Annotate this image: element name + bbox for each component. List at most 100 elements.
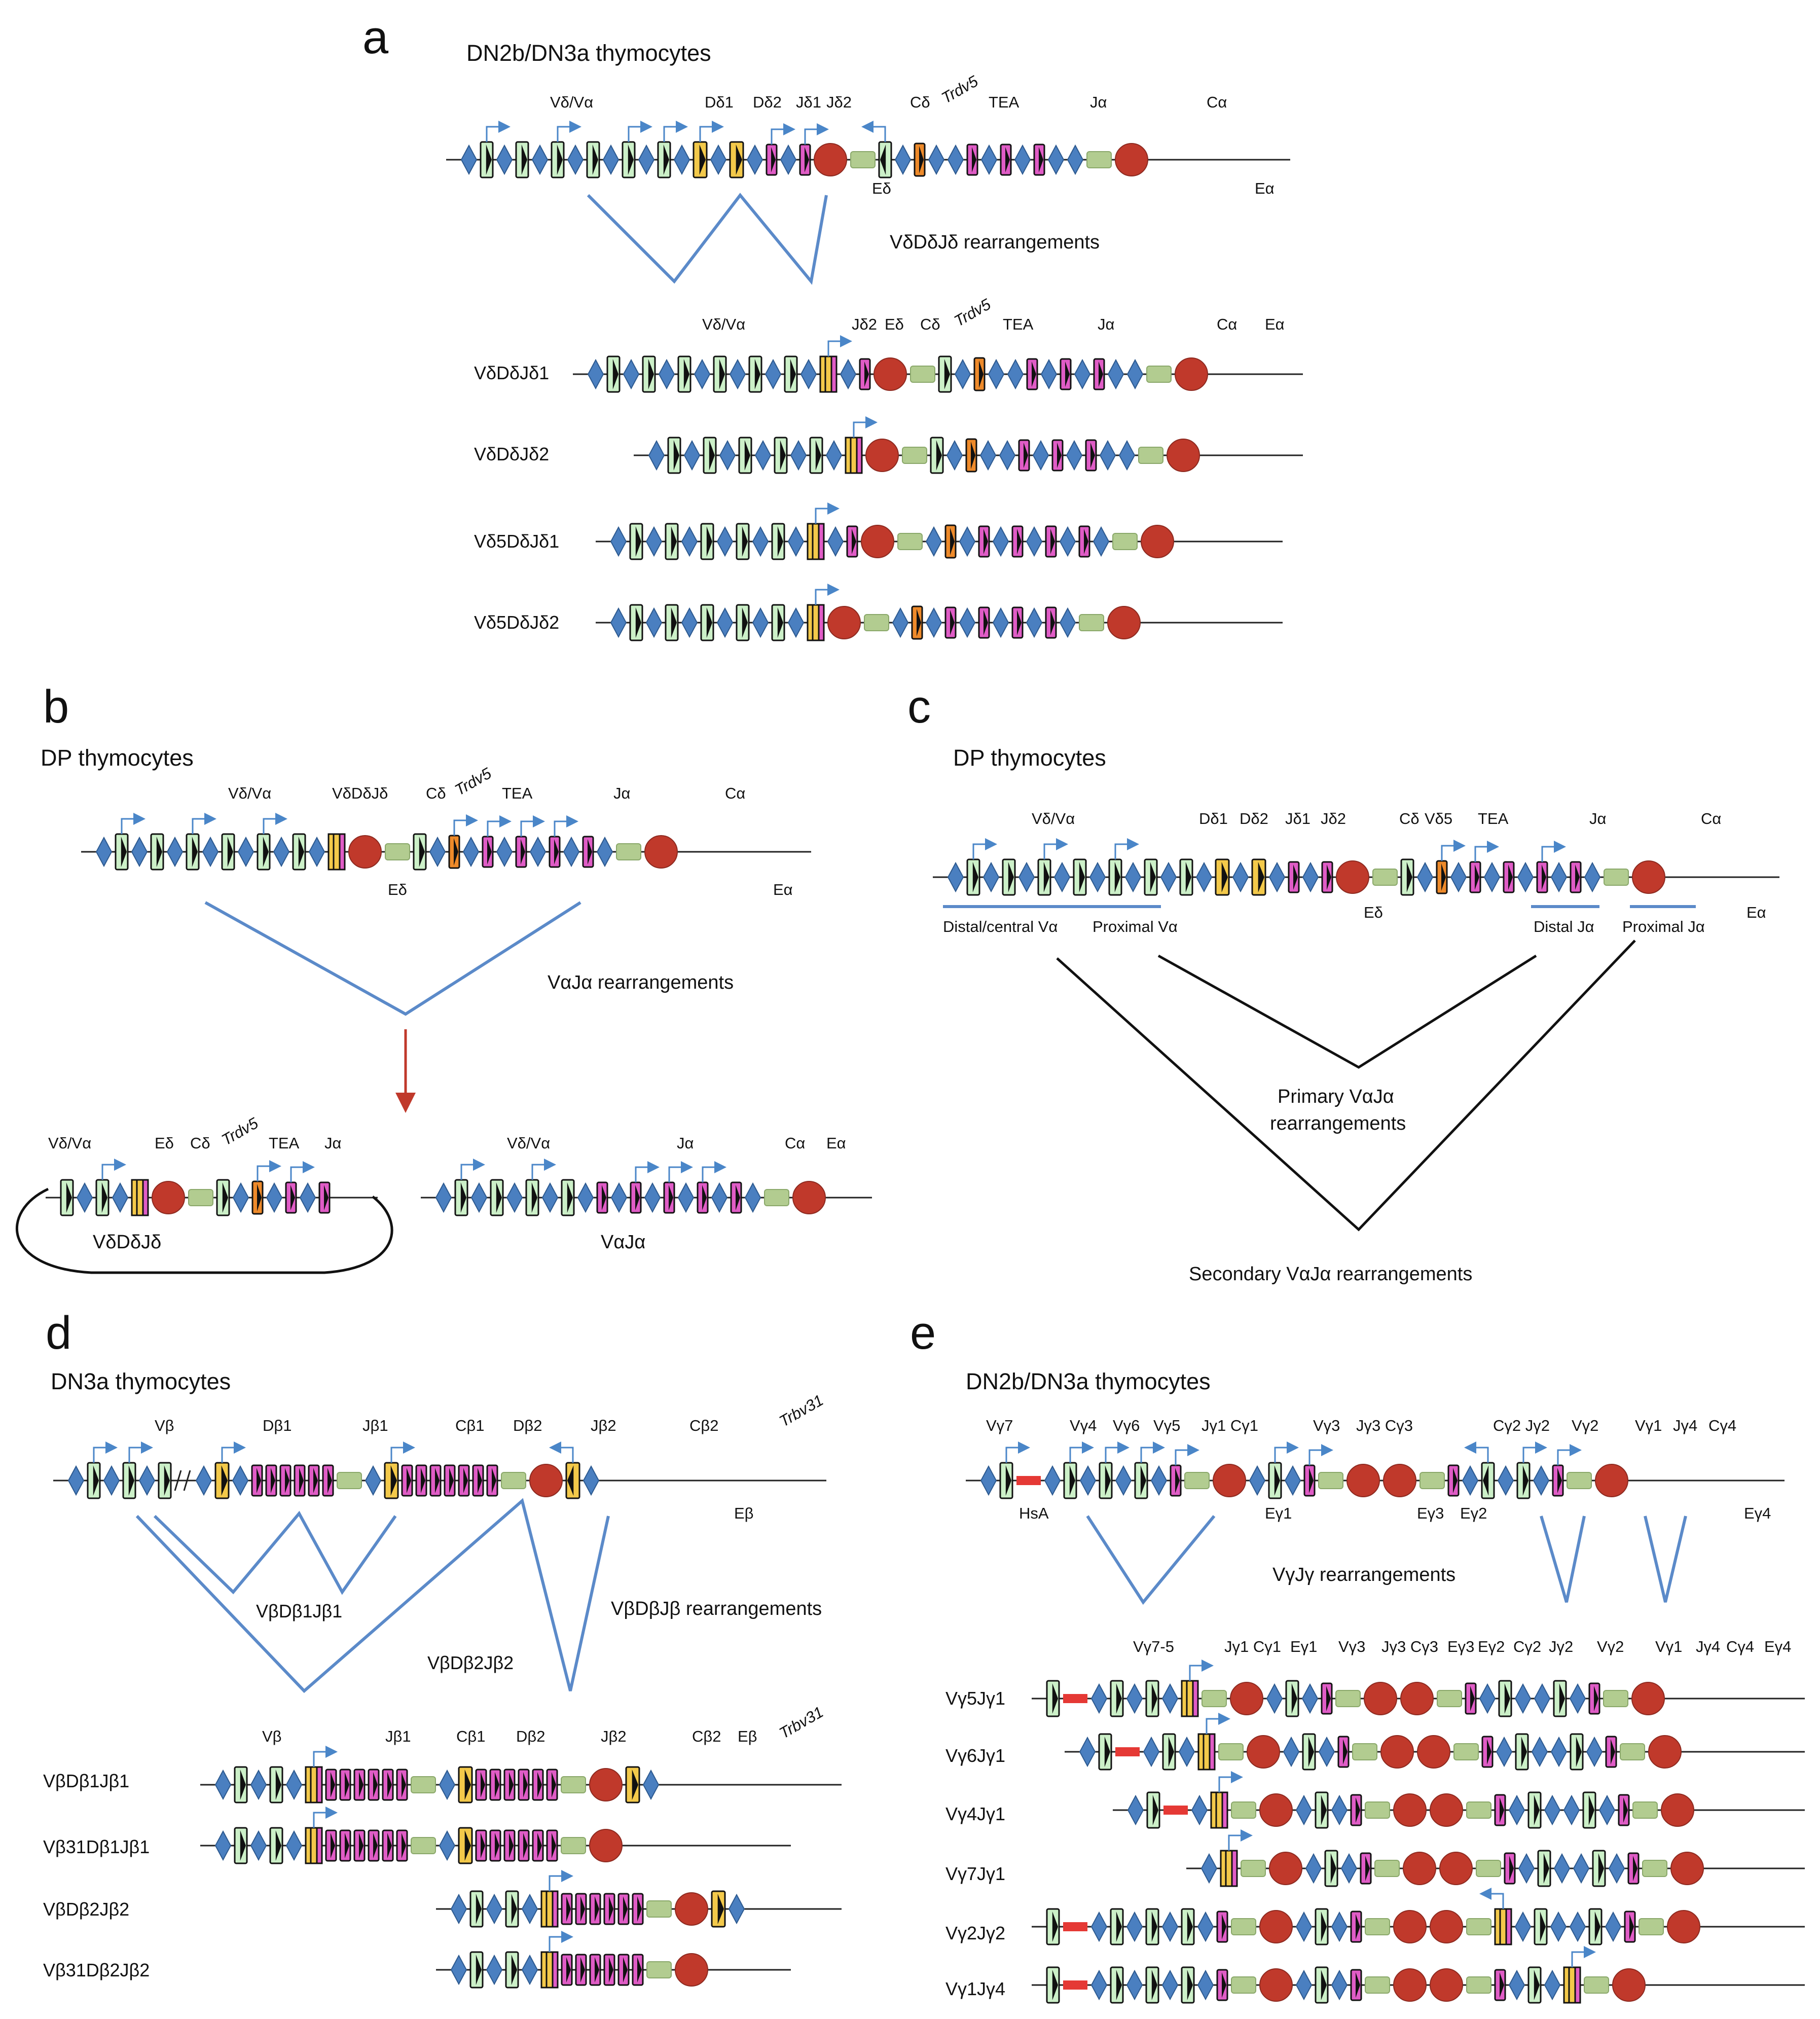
label-cb1: Cβ1 (455, 1417, 484, 1434)
v-segment-icon (1110, 1908, 1124, 1945)
vdj-joint-icon (540, 1951, 559, 1989)
vdj-joint-icon (807, 604, 825, 641)
enhancer-icon (1230, 1682, 1263, 1715)
enhancer-icon (1259, 1968, 1293, 2002)
v-segment-icon (1516, 1462, 1531, 1499)
region-distal-v: Distal/central Vα (943, 918, 1058, 935)
v-segment-icon (561, 1179, 575, 1216)
j-segment-icon (458, 1464, 470, 1497)
rss-diamond-icon (752, 607, 769, 638)
j-segment-icon (582, 836, 594, 868)
rss-diamond-icon (754, 440, 772, 471)
rss-diamond-icon (1161, 1969, 1179, 2001)
v-segment-icon (1144, 858, 1158, 896)
c-segment-icon (1318, 1472, 1343, 1489)
rss-diamond-icon (827, 526, 844, 557)
promoter-arrow-icon (972, 838, 997, 859)
enhancer-icon (529, 1464, 563, 1497)
label-jd2: Jδ2 (1321, 810, 1346, 827)
j-segment-icon (799, 143, 811, 176)
j-segment-icon (549, 836, 561, 868)
label-cd: Cδ (920, 315, 940, 333)
rss-diamond-icon (1550, 1736, 1568, 1768)
v-segment-icon (1315, 1966, 1329, 2004)
c-segment-icon (1365, 1976, 1390, 1994)
promoter-arrow-icon (628, 121, 652, 142)
vdj-joint-icon (305, 1827, 323, 1864)
header-label: Eγ1 (1290, 1638, 1317, 1655)
d-segment-icon (384, 1462, 399, 1499)
enhancer-icon (644, 835, 678, 869)
rss-diamond-icon (1200, 1853, 1218, 1884)
v-segment-icon (657, 141, 671, 178)
c-segment-icon (1603, 1690, 1628, 1707)
j-segment-icon (617, 1893, 630, 1925)
rss-diamond-icon (959, 607, 976, 638)
rss-diamond-icon (1053, 861, 1071, 893)
rss-diamond-icon (1496, 1736, 1513, 1768)
j-segment-icon (1018, 439, 1030, 472)
v-segment-icon (60, 1179, 74, 1216)
j-segment-icon (730, 1181, 742, 1214)
v-segment-icon (1537, 1850, 1551, 1887)
hsa-icon (1163, 1806, 1188, 1815)
enhancer-icon (675, 1892, 708, 1926)
panel-title: DP thymocytes (41, 745, 194, 771)
v-segment-icon (525, 1179, 539, 1216)
label-tea: TEA (1478, 810, 1509, 827)
j-segment-icon (1051, 439, 1064, 472)
rss-diamond-icon (1066, 440, 1083, 471)
rss-diamond-icon (1126, 1969, 1143, 2001)
rss-diamond-icon (1059, 607, 1076, 638)
c-segment-icon (1241, 1860, 1266, 1877)
j-segment-icon (978, 606, 990, 639)
v-segment-icon (1588, 1908, 1603, 1945)
label-ca: Cα (785, 1134, 805, 1152)
v-segment-icon (1181, 1966, 1195, 2004)
enhancer-icon (348, 835, 382, 869)
j-segment-icon (353, 1769, 366, 1801)
v-segment-icon (736, 604, 750, 641)
secondary-lines (1056, 940, 1636, 1232)
promoter-arrow-icon (263, 813, 287, 834)
j-segment-icon (1570, 861, 1582, 893)
rss-diamond-icon (1127, 1794, 1144, 1826)
locus-row (200, 1746, 842, 1804)
label-cb2: Cβ2 (692, 1727, 721, 1745)
promoter-arrow-icon (487, 815, 512, 837)
label-ca: Cα (725, 784, 745, 802)
j-segment-icon (1503, 861, 1515, 893)
rss-diamond-icon (644, 1182, 661, 1213)
header-label: Cγ2 (1513, 1638, 1541, 1655)
promoter-arrow-icon (313, 1746, 338, 1767)
enhancer-icon (1403, 1852, 1436, 1885)
promoter-arrow-icon (771, 123, 795, 145)
promoter-arrow-icon (1206, 1713, 1230, 1734)
rss-diamond-icon (610, 607, 627, 638)
enhancer-icon (1430, 1910, 1463, 1943)
row-label: Vγ1Jγ4 (945, 1978, 1005, 1999)
v-segment-icon (938, 355, 952, 393)
v-segment-icon (1315, 1908, 1329, 1945)
rss-diamond-icon (1479, 1683, 1496, 1714)
rss-diamond-icon (1197, 1969, 1214, 2001)
v-segment-icon (667, 437, 681, 474)
rss-diamond-icon (541, 1182, 559, 1213)
rss-diamond-icon (694, 358, 711, 390)
rss-diamond-icon (1124, 861, 1142, 893)
promoter-arrow-icon (257, 1160, 281, 1181)
v-segment-icon (1046, 1680, 1060, 1717)
v-segment-icon (257, 833, 271, 871)
promoter-arrow-icon (853, 416, 878, 438)
rss-diamond-icon (450, 1893, 467, 1925)
v-segment-icon (606, 355, 621, 393)
v-segment-icon (251, 1180, 264, 1215)
j-segment-icon (515, 836, 527, 868)
rss-diamond-icon (954, 358, 971, 390)
c-segment-icon (411, 1776, 436, 1793)
rss-diamond-icon (1026, 526, 1043, 557)
rss-diamond-icon (1249, 1465, 1266, 1496)
v-segment-icon (1436, 860, 1448, 894)
promoter-arrow-icon (668, 1161, 693, 1182)
